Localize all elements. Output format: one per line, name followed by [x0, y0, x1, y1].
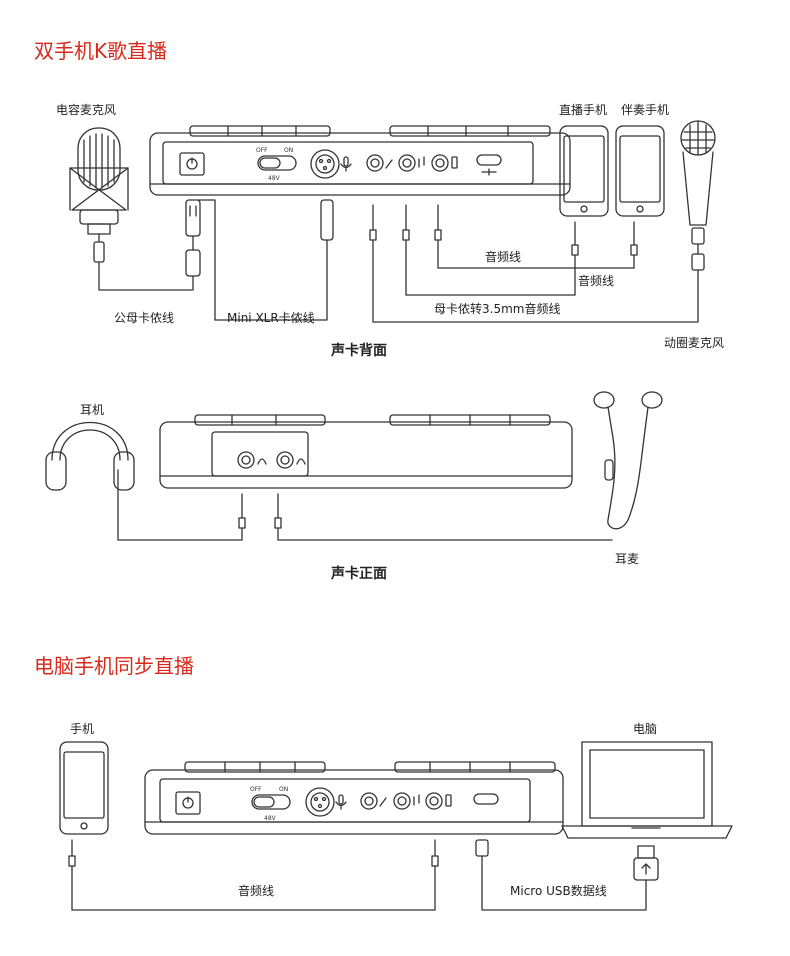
phone-label: 手机 [70, 722, 95, 736]
switch-on-label-2: ON [279, 786, 288, 793]
audio-cable-label-3: 音频线 [238, 884, 275, 898]
sound-card-back-2 [144, 761, 564, 835]
mini-xlr-label: Mini XLR卡侬线 [227, 311, 315, 325]
back-caption: 声卡背面 [331, 343, 387, 359]
dynamic-mic-label: 动圈麦克风 [664, 336, 725, 350]
male-female-xlr-label: 公母卡侬线 [114, 311, 175, 325]
condenser-mic-label: 电容麦克风 [56, 103, 117, 117]
live-phone [559, 125, 609, 296]
phantom-label-2: 48V [264, 815, 277, 822]
section3-title: 电脑手机同步直播 [34, 654, 194, 678]
xlr-cable-plugs [185, 199, 334, 321]
audio-cable-label-1: 音频线 [485, 250, 522, 264]
sound-card-front [117, 414, 613, 541]
earphones [593, 391, 663, 530]
accompaniment-phone [615, 125, 665, 269]
switch-off-label-2: OFF [250, 786, 262, 793]
female-xlr-cable-label: 母卡侬转3.5mm音频线 [434, 302, 561, 316]
sound-card-back [149, 125, 571, 196]
laptop [561, 741, 733, 881]
earphones-label: 耳麦 [615, 552, 640, 566]
switch-on-label: ON [284, 147, 293, 154]
dynamic-mic [680, 120, 716, 323]
audio-cable-label-2: 音频线 [578, 274, 615, 288]
condenser-mic [69, 127, 193, 291]
headphones-label: 耳机 [80, 403, 105, 417]
panel-labels: OFF ON 48V OFF ON 48V [250, 147, 293, 822]
phone-3 [59, 741, 647, 911]
accompaniment-phone-label: 伴奏手机 [621, 103, 670, 117]
live-phone-label: 直播手机 [559, 103, 608, 117]
computer-label: 电脑 [633, 722, 658, 736]
front-caption: 声卡正面 [331, 566, 387, 582]
phantom-label: 48V [268, 175, 281, 182]
switch-off-label: OFF [256, 147, 268, 154]
headphones [45, 421, 135, 491]
audio-cables [369, 204, 698, 323]
usb-cable-label: Micro USB数据线 [510, 884, 607, 898]
section1-title: 双手机K歌直播 [34, 39, 168, 63]
